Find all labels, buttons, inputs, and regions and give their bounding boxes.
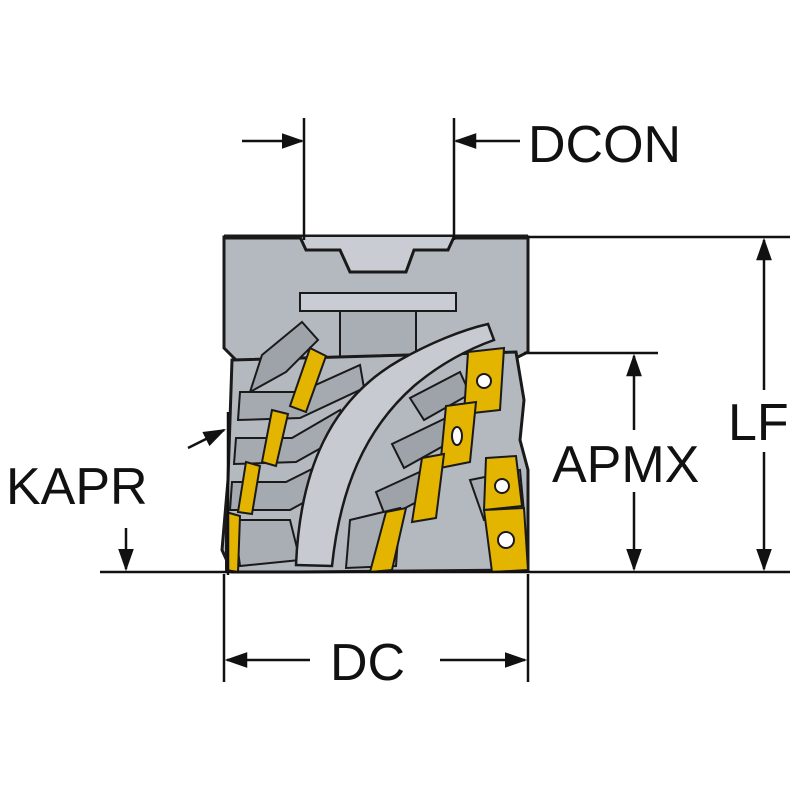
insert-screw-icon — [494, 478, 510, 494]
lf-label: LF — [728, 394, 789, 452]
cutter-collar — [299, 292, 457, 312]
cutting-inserts — [225, 346, 530, 574]
dc-label: DC — [330, 634, 405, 692]
insert-right-4 — [368, 506, 408, 574]
insert-screw-icon — [497, 531, 515, 549]
drive-slot — [298, 236, 456, 274]
apmx-label: APMX — [552, 436, 699, 494]
chip-flute-5 — [232, 519, 302, 568]
insert-screw-icon — [451, 426, 463, 446]
insert-left-3 — [236, 460, 262, 516]
kapr-label: KAPR — [6, 458, 148, 516]
chip-flute-1 — [248, 320, 320, 395]
kapr-arrow — [187, 428, 227, 450]
insert-left-1 — [288, 346, 328, 414]
dcon-label: DCON — [528, 116, 681, 174]
helix-rib — [294, 322, 496, 568]
dimension-lines — [100, 118, 790, 682]
insert-left-2 — [260, 408, 290, 468]
insert-right-3 — [410, 452, 446, 524]
insert-screw-icon — [476, 373, 492, 389]
